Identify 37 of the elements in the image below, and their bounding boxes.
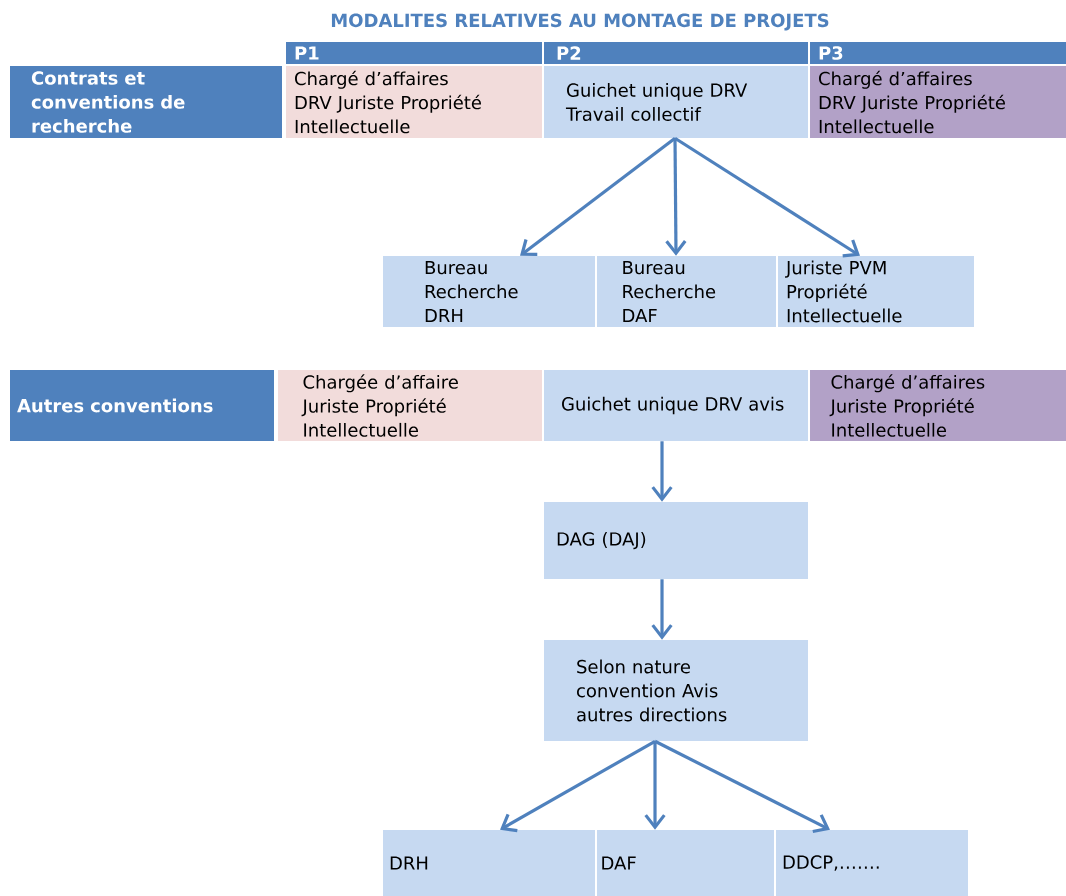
table-header-cell: P3 (810, 42, 1066, 64)
arrow (654, 739, 830, 834)
arrow (520, 137, 676, 256)
table-cell: Chargée d’affaire Juriste Propriété Intellectuelle (278, 370, 542, 441)
row-header-cell: Contrats et conventions de recherche (10, 66, 282, 138)
arrow (500, 739, 656, 833)
process-box: DAF (597, 830, 774, 896)
table-header-cell: P2 (544, 42, 808, 64)
node-label: P1 (295, 46, 319, 60)
process-box: Bureau Recherche DAF (597, 256, 776, 327)
node-label: DRH (390, 856, 428, 870)
node-label: Juriste PVM Propriété Intellectuelle (785, 260, 902, 323)
node-label: DDCP,……. (783, 855, 879, 871)
process-box: DRH (383, 830, 595, 896)
table-cell: Chargé d’affaires DRV Juriste Propriété Intellectuelle (286, 66, 542, 138)
arrow (665, 138, 687, 256)
table-cell: Chargé d’affaires DRV Juriste Propriété Intellectuelle (810, 66, 1066, 138)
table-cell: Chargé d’affaires Juriste Propriété Intellectuelle (810, 370, 1066, 441)
node-label: P2 (557, 46, 581, 60)
process-box: Bureau Recherche DRH (383, 256, 595, 327)
row-header-cell: Autres conventions (10, 370, 274, 441)
node-label: Bureau Recherche DAF (623, 260, 716, 323)
arrow (651, 441, 673, 502)
process-box: Juriste PVM Propriété Intellectuelle (778, 256, 974, 327)
arrow (674, 136, 860, 258)
node-label: Bureau Recherche DRH (425, 260, 518, 323)
process-box: Guichet unique DRV Travail collectif (544, 66, 808, 138)
process-box: DDCP,……. (776, 830, 968, 896)
process-box: Selon nature convention Avis autres directions (544, 640, 808, 741)
process-box: DAG (DAJ) (544, 502, 808, 579)
node-label: P3 (819, 46, 843, 60)
title: MODALITES RELATIVES AU MONTAGE DE PROJETS (331, 13, 829, 31)
process-box: Guichet unique DRV avis (544, 370, 808, 441)
arrow (651, 579, 673, 640)
node-label: DAF (602, 856, 636, 870)
table-header-cell: P1 (286, 42, 542, 64)
arrow (644, 741, 666, 830)
